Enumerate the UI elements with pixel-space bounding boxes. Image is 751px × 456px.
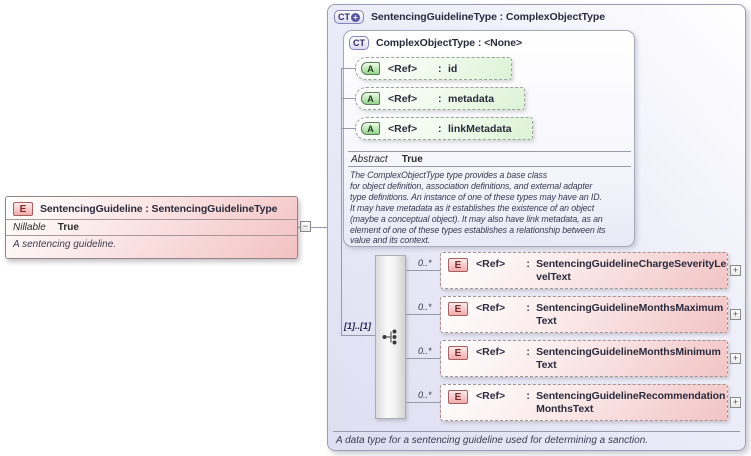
element-ref-recommendation-months-text[interactable]: E <Ref> : SentencingGuidelineRecommendat… bbox=[440, 384, 728, 421]
sequence-cardinality: [1]..[1] bbox=[344, 321, 371, 331]
element-icon: E bbox=[448, 390, 468, 404]
expand-icon[interactable]: + bbox=[730, 265, 741, 276]
expand-icon[interactable]: + bbox=[730, 309, 741, 320]
element-ref-months-minimum-text[interactable]: E <Ref> : SentencingGuidelineMonthsMinim… bbox=[440, 340, 728, 377]
base-type-title: ComplexObjectType : <None> bbox=[376, 37, 522, 49]
nillable-property-row: Nillable True bbox=[6, 219, 297, 236]
element-icon: E bbox=[448, 302, 468, 316]
ref-label: <Ref> bbox=[476, 258, 506, 270]
complex-type-global-icon: CT+ bbox=[334, 10, 364, 24]
connector-element-stub bbox=[406, 270, 440, 271]
connector-attr-branch bbox=[341, 98, 356, 99]
divider bbox=[333, 431, 740, 432]
attribute-name: metadata bbox=[448, 92, 495, 105]
connector-element-stub bbox=[406, 314, 440, 315]
colon-separator: : bbox=[526, 258, 530, 270]
element-icon: E bbox=[448, 346, 468, 360]
ref-label: <Ref> bbox=[388, 122, 418, 135]
element-name: SentencingGuidelineRecommendationMonthsT… bbox=[536, 390, 726, 415]
attribute-icon: A bbox=[361, 122, 380, 135]
element-title: SentencingGuideline : SentencingGuidelin… bbox=[40, 203, 278, 215]
element-annotation: A sentencing guideline. bbox=[13, 239, 117, 250]
connector-attr-branch bbox=[341, 68, 356, 69]
colon-separator: : bbox=[526, 346, 530, 358]
element-ref-months-maximum-text[interactable]: E <Ref> : SentencingGuidelineMonthsMaxim… bbox=[440, 296, 728, 333]
divider bbox=[348, 166, 631, 167]
element-icon: E bbox=[448, 258, 468, 272]
connector-attr-branch bbox=[341, 128, 356, 129]
attribute-icon: A bbox=[361, 92, 380, 105]
element-name: SentencingGuidelineMonthsMinimumText bbox=[536, 346, 721, 371]
colon-separator: : bbox=[438, 122, 442, 135]
property-value: True bbox=[401, 154, 423, 165]
element-cardinality: 0..* bbox=[418, 346, 432, 356]
element-cardinality: 0..* bbox=[418, 258, 432, 268]
element-icon: E bbox=[13, 202, 33, 216]
property-label: Abstract bbox=[351, 154, 388, 165]
attribute-name: linkMetadata bbox=[448, 122, 512, 135]
plus-badge-icon: + bbox=[351, 12, 360, 22]
colon-separator: : bbox=[526, 302, 530, 314]
type-annotation: A data type for a sentencing guideline u… bbox=[336, 435, 649, 446]
base-type-annotation: The ComplexObjectType type provides a ba… bbox=[350, 170, 606, 246]
attribute-ref-link-metadata[interactable]: A <Ref> : linkMetadata bbox=[355, 117, 533, 140]
collapse-icon[interactable]: − bbox=[300, 221, 311, 232]
ref-label: <Ref> bbox=[476, 390, 506, 402]
ref-label: <Ref> bbox=[388, 92, 418, 105]
ref-label: <Ref> bbox=[476, 346, 506, 358]
divider bbox=[348, 151, 631, 152]
colon-separator: : bbox=[438, 92, 442, 105]
connector-element-stub bbox=[406, 402, 440, 403]
element-cardinality: 0..* bbox=[418, 390, 432, 400]
connector-sequence-branch bbox=[341, 335, 375, 336]
connector-element-to-type bbox=[298, 227, 341, 228]
type-box-title: SentencingGuidelineType : ComplexObjectT… bbox=[371, 11, 605, 23]
attribute-ref-id[interactable]: A <Ref> : id bbox=[355, 57, 512, 80]
element-name: SentencingGuidelineChargeSeverityLevelTe… bbox=[536, 258, 727, 283]
abstract-property-row: Abstract True bbox=[351, 154, 423, 165]
connector-trunk bbox=[341, 68, 342, 336]
connector-element-stub bbox=[406, 358, 440, 359]
attribute-name: id bbox=[448, 62, 458, 75]
element-ref-charge-severity-level-text[interactable]: E <Ref> : SentencingGuidelineChargeSever… bbox=[440, 252, 728, 289]
element-name: SentencingGuidelineMonthsMaximumText bbox=[536, 302, 724, 327]
element-cardinality: 0..* bbox=[418, 302, 432, 312]
colon-separator: : bbox=[526, 390, 530, 402]
ref-label: <Ref> bbox=[476, 302, 506, 314]
colon-separator: : bbox=[438, 62, 442, 75]
element-box-sentencing-guideline[interactable]: E SentencingGuideline : SentencingGuidel… bbox=[5, 196, 298, 259]
sequence-icon bbox=[382, 329, 397, 345]
expand-icon[interactable]: + bbox=[730, 353, 741, 364]
attribute-icon: A bbox=[361, 62, 380, 75]
complex-type-icon: CT bbox=[349, 36, 369, 50]
attribute-ref-metadata[interactable]: A <Ref> : metadata bbox=[355, 87, 525, 110]
property-label: Nillable bbox=[13, 222, 46, 233]
property-value: True bbox=[57, 222, 79, 233]
expand-icon[interactable]: + bbox=[730, 397, 741, 408]
ref-label: <Ref> bbox=[388, 62, 418, 75]
